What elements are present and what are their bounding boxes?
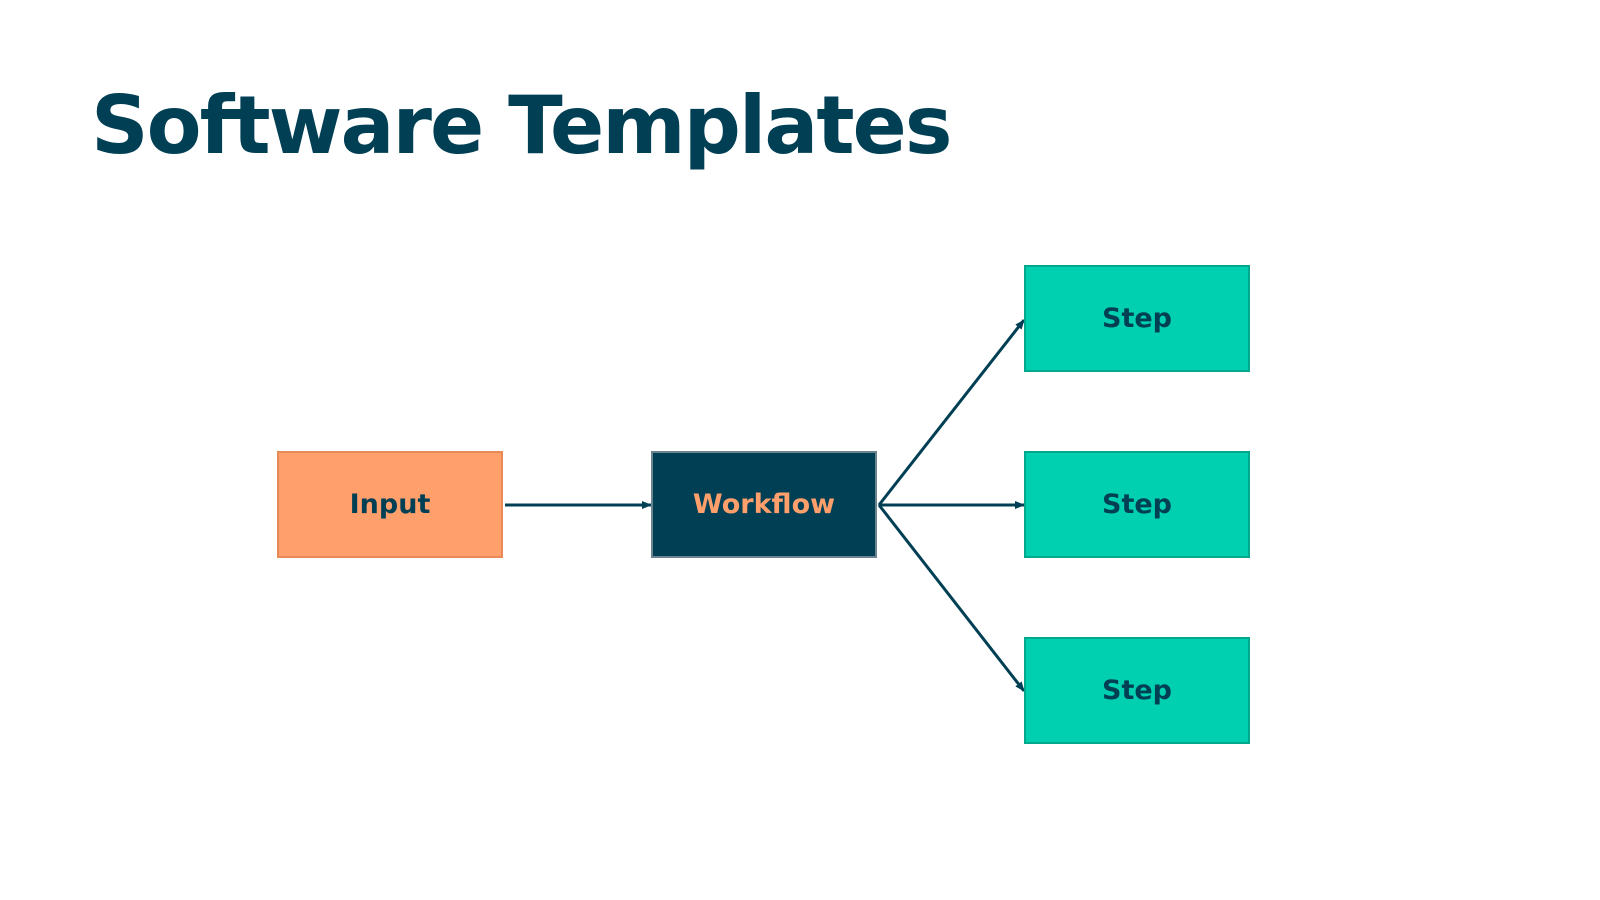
step-node-2: Step <box>1024 451 1250 558</box>
step-node-label: Step <box>1102 675 1172 706</box>
input-node: Input <box>277 451 503 558</box>
workflow-node: Workflow <box>651 451 877 558</box>
input-node-label: Input <box>349 489 431 520</box>
arrow-workflow-to-step-1 <box>877 319 1026 506</box>
arrow-workflow-to-step-3 <box>877 504 1026 692</box>
step-node-3: Step <box>1024 637 1250 744</box>
step-node-label: Step <box>1102 489 1172 520</box>
step-node-1: Step <box>1024 265 1250 372</box>
page-title: Software Templates <box>91 79 952 172</box>
workflow-node-label: Workflow <box>692 489 836 520</box>
step-node-label: Step <box>1102 303 1172 334</box>
